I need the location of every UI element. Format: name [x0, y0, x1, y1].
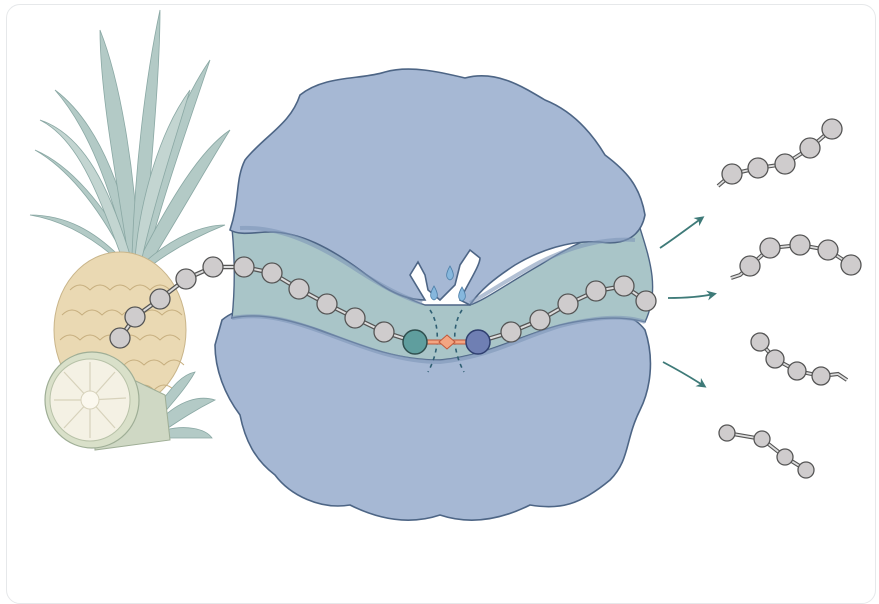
peptide-fragment-4 [719, 425, 814, 478]
arrow-icon [660, 218, 714, 386]
peptide-fragment-3 [751, 333, 847, 385]
cleavage-residue-left [403, 330, 427, 354]
pineapple-icon [30, 10, 230, 450]
bromelain-hydrolysis-diagram [0, 0, 879, 588]
cleavage-residue-right [466, 330, 490, 354]
pineapple-leaves [30, 10, 230, 265]
peptide-fragment-1 [718, 119, 842, 186]
peptide-fragment-2 [731, 235, 861, 278]
